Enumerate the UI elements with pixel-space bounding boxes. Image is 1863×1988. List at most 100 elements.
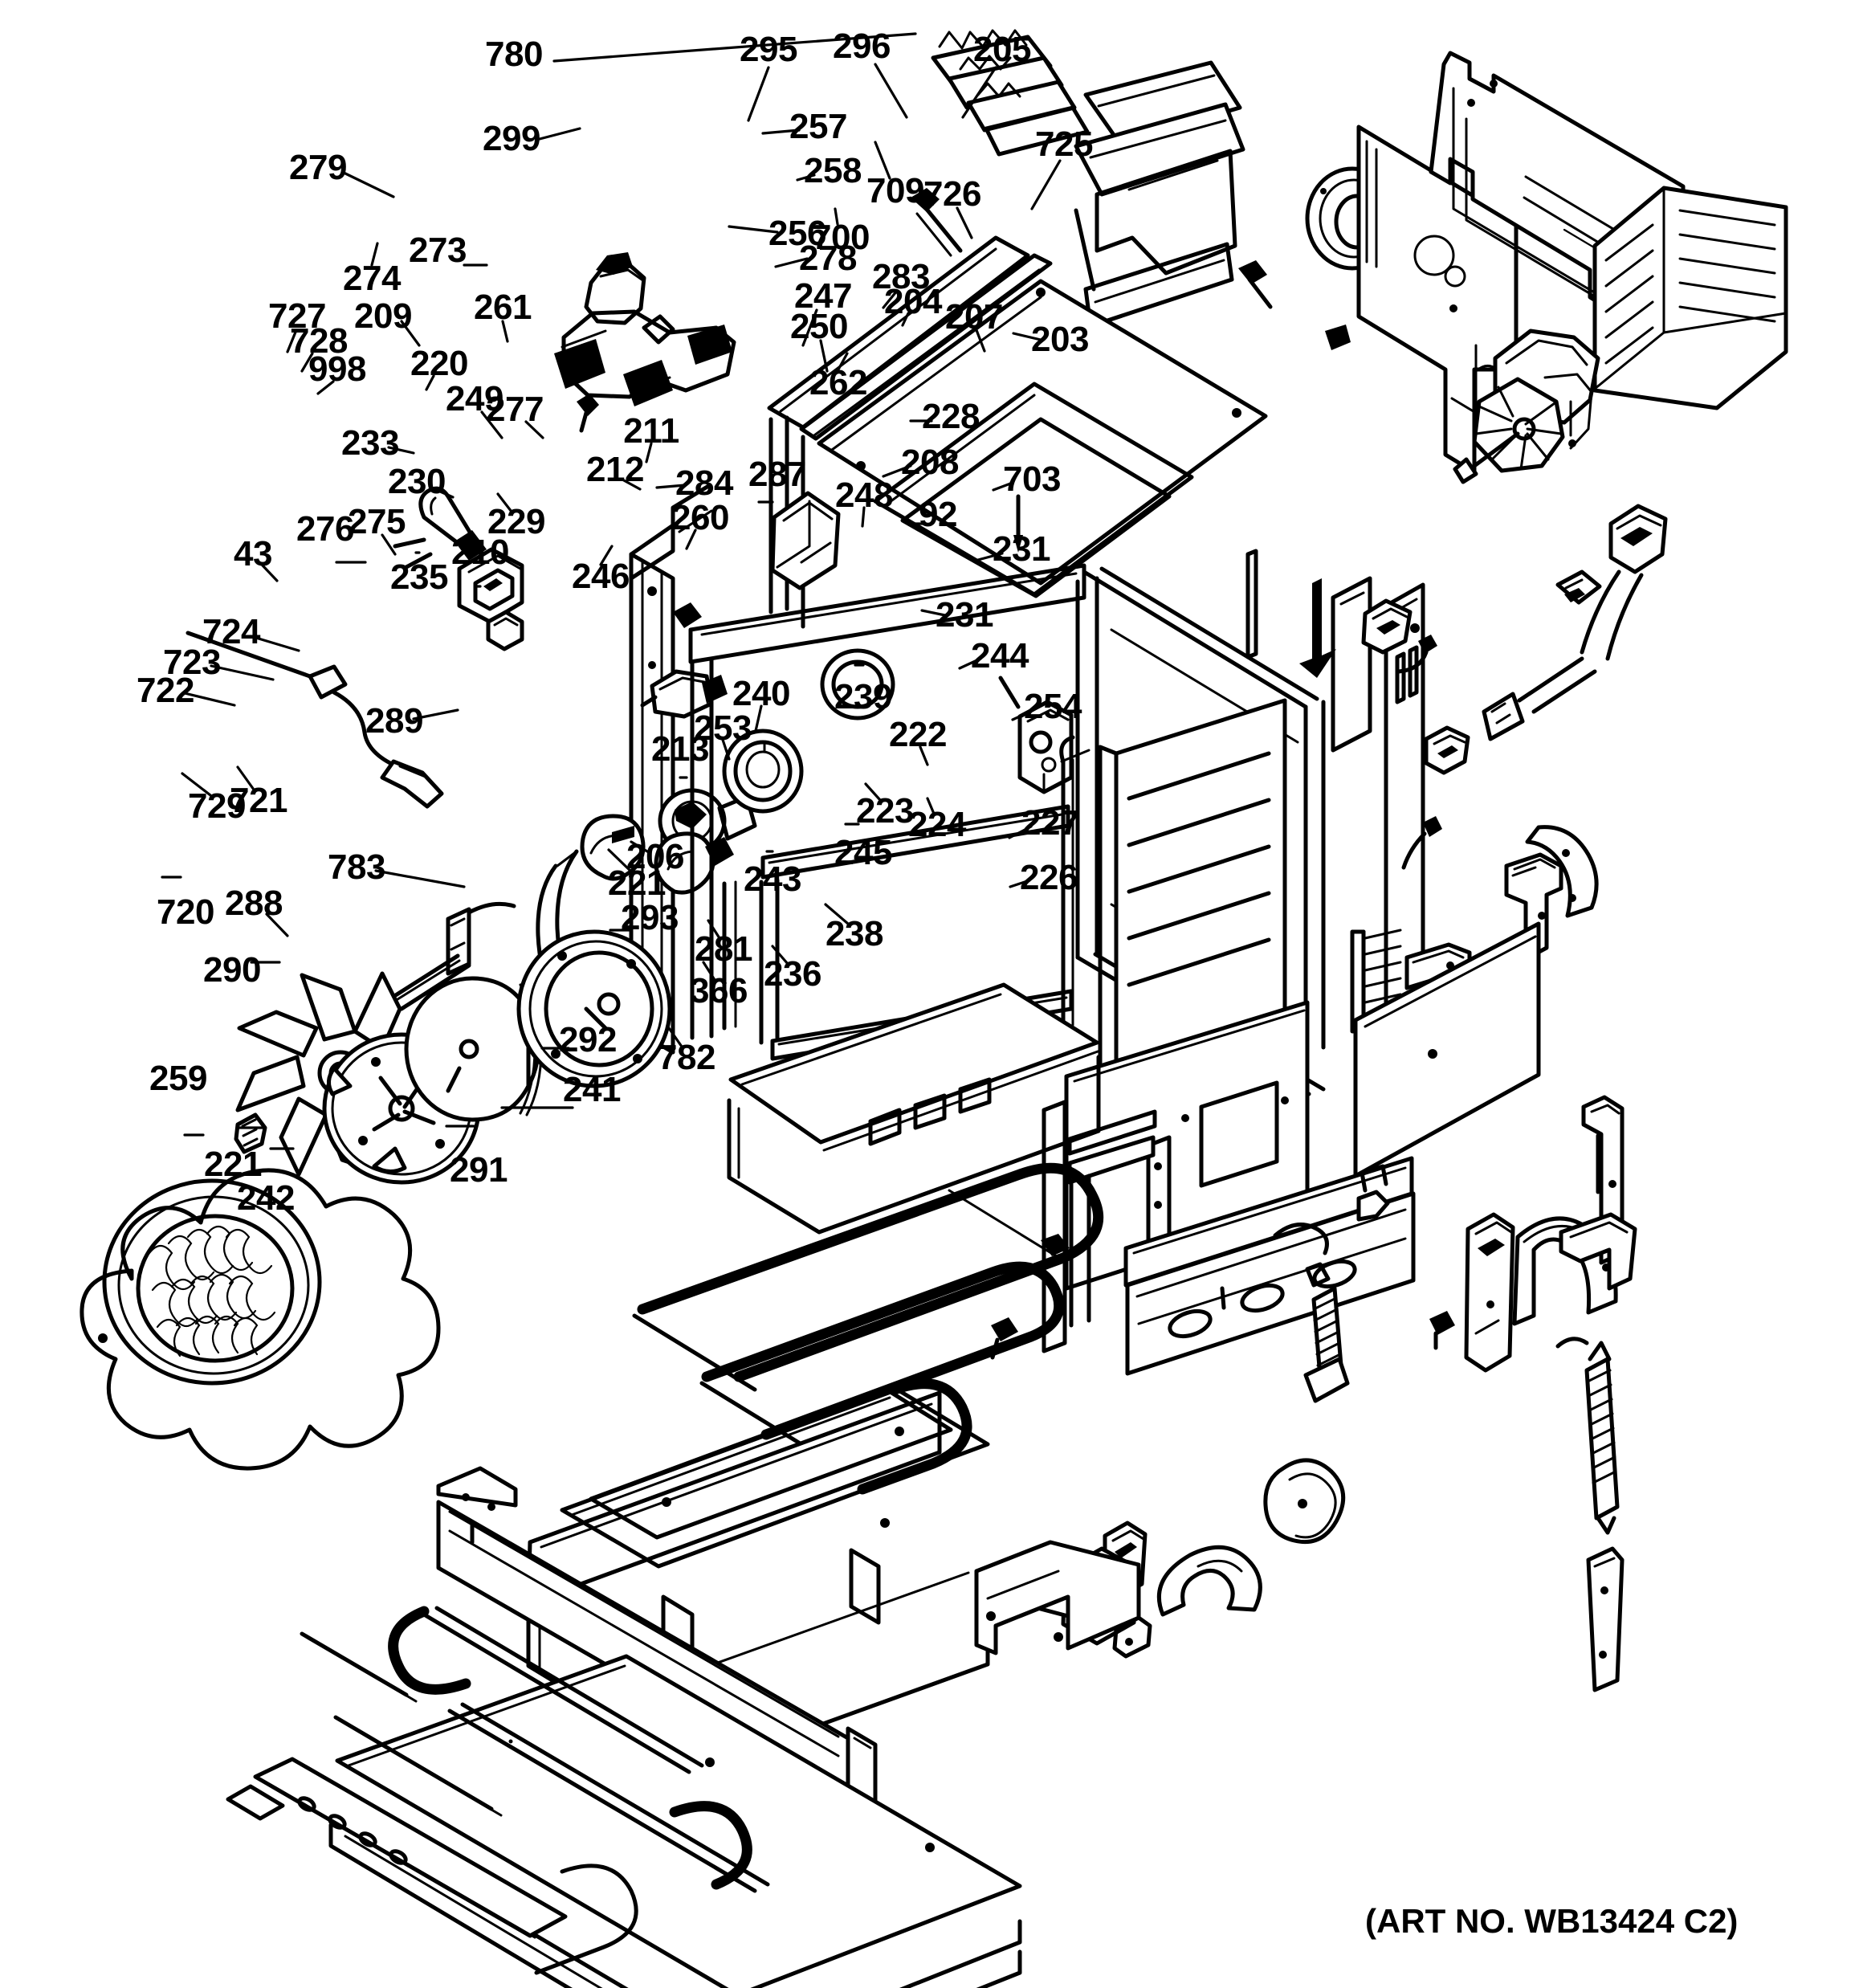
callout-238: 238 — [826, 914, 883, 953]
callout-283: 283 — [872, 257, 930, 296]
leader-line-780 — [552, 32, 917, 63]
part-728-switch-body — [457, 547, 524, 624]
leader-line-221 — [607, 848, 634, 874]
leader-line-284 — [655, 484, 687, 489]
leader-line-238 — [824, 903, 850, 925]
callout-233: 233 — [341, 423, 399, 463]
callout-290: 290 — [203, 950, 261, 990]
callout-228: 228 — [922, 397, 980, 436]
part-245-spring — [1303, 1286, 1350, 1403]
part-231-bracket-upper — [1504, 852, 1563, 961]
part-244-back-panel — [1353, 921, 1541, 1178]
callout-246: 246 — [572, 557, 630, 596]
callout-227: 227 — [1021, 803, 1079, 843]
callout-257: 257 — [789, 107, 847, 146]
callout-261: 261 — [474, 288, 532, 327]
callout-723: 723 — [163, 643, 221, 682]
callout-284: 284 — [675, 463, 733, 503]
leader-line-279 — [342, 171, 395, 198]
part-203-wire-harness — [1482, 504, 1668, 741]
callout-229: 229 — [487, 502, 545, 541]
callout-275: 275 — [348, 502, 406, 541]
callout-293: 293 — [621, 898, 679, 937]
part-228-clip — [1424, 725, 1470, 775]
callout-281: 281 — [695, 929, 752, 969]
part-292-291-241-drawer-front — [328, 1654, 1022, 1988]
callout-203: 203 — [1031, 320, 1089, 359]
callout-725: 725 — [1035, 125, 1093, 164]
part-273-cooktop-frame — [767, 235, 1268, 629]
callout-728: 728 — [290, 321, 348, 361]
leader-line-250 — [819, 339, 829, 373]
callout-277: 277 — [486, 390, 544, 429]
callout-209: 209 — [354, 296, 412, 336]
callout-208: 208 — [901, 443, 959, 482]
part-226-hinge-strap — [1586, 1546, 1625, 1692]
callout-43: 43 — [234, 534, 272, 574]
callout-250: 250 — [790, 307, 848, 346]
callout-240: 240 — [732, 674, 790, 713]
part-277-vent-ring — [820, 648, 895, 720]
callout-720: 720 — [157, 892, 214, 932]
callout-274: 274 — [343, 259, 401, 298]
leader-line-288 — [265, 912, 289, 937]
part-723-motor-can — [404, 976, 543, 1122]
leader-line-240 — [754, 704, 763, 733]
part-238-grommet — [1263, 1458, 1346, 1545]
callout-226: 226 — [1020, 858, 1078, 897]
callout-703: 703 — [1003, 459, 1061, 499]
part-250-262-247-rear-trim — [1245, 549, 1372, 753]
callout-230: 230 — [388, 462, 446, 501]
callout-289: 289 — [365, 701, 423, 741]
callout-221: 221 — [204, 1145, 262, 1184]
callout-259: 259 — [149, 1059, 207, 1098]
leader-line-256 — [728, 225, 779, 234]
leader-line-275 — [381, 533, 397, 556]
callout-205: 205 — [973, 30, 1031, 69]
leader-line-206 — [630, 840, 649, 853]
part-259-rack-rail — [226, 1757, 568, 1939]
callout-231: 231 — [936, 595, 993, 635]
leader-line-222 — [919, 745, 929, 766]
leader-line-724 — [249, 635, 300, 652]
leader-line-289 — [412, 708, 459, 720]
leader-line-283 — [882, 289, 899, 309]
callout-206: 206 — [626, 837, 684, 876]
leader-line-247 — [801, 308, 818, 347]
leader-line-274 — [370, 242, 379, 267]
part-254-hinge-arm — [1559, 1095, 1637, 1291]
part-782-cover-box — [974, 1540, 1141, 1655]
callout-276: 276 — [296, 509, 354, 549]
leader-line-43 — [261, 564, 279, 582]
leader-line-248 — [861, 506, 866, 528]
leader-line-261 — [501, 320, 509, 343]
part-207-connector — [1555, 569, 1602, 605]
callout-213: 213 — [651, 729, 709, 769]
leader-line-253 — [721, 738, 731, 761]
callout-366: 366 — [690, 971, 748, 1010]
part-283-clip — [1361, 598, 1413, 655]
part-275-bulb — [580, 814, 646, 881]
part-223-screw — [1429, 1311, 1455, 1350]
leader-line-709 — [874, 141, 891, 180]
callout-224: 224 — [908, 805, 966, 844]
callout-727: 727 — [268, 296, 326, 336]
callout-221: 221 — [608, 863, 666, 903]
callout-998: 998 — [308, 349, 366, 389]
leader-line-257 — [761, 129, 801, 135]
leader-line-226 — [1009, 879, 1031, 888]
leader-line-296 — [874, 63, 908, 119]
leader-line-236 — [771, 945, 789, 965]
callout-204: 204 — [884, 282, 942, 321]
leader-line-783 — [374, 869, 466, 888]
part-274-screw — [577, 394, 599, 433]
callout-235: 235 — [390, 557, 448, 597]
leader-line-231 — [976, 552, 1004, 561]
part-261-bracket — [770, 491, 841, 590]
callout-92: 92 — [919, 495, 957, 534]
callout-262: 262 — [809, 363, 867, 402]
callout-236: 236 — [764, 954, 821, 994]
part-222-latch-plate — [1464, 1212, 1515, 1373]
callout-212: 212 — [586, 450, 644, 489]
part-703-curved-trim — [1525, 825, 1599, 918]
